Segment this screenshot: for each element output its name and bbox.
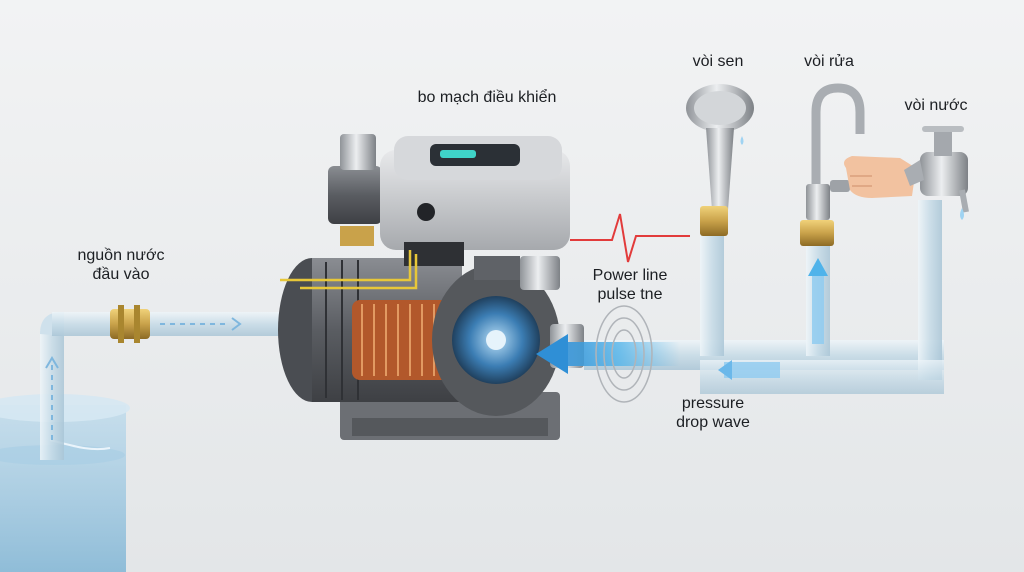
- inlet-brass-fitting: [110, 305, 150, 343]
- water-tank-icon: [0, 394, 130, 572]
- shower-head-icon: [686, 84, 754, 236]
- label-tap: vòi nước: [904, 97, 968, 114]
- flow-arrows: [536, 258, 828, 380]
- label-wave-line1: pressure: [681, 395, 745, 412]
- label-sink-faucet: vòi rửa: [804, 53, 854, 70]
- hand-icon: [844, 156, 916, 198]
- label-pressure-drop-wave: pressure drop wave: [662, 394, 764, 432]
- label-power-line-pulse: Power line pulse tne: [582, 266, 678, 304]
- sink-faucet-icon: [800, 83, 865, 246]
- controller-button: [417, 203, 435, 221]
- top-threaded-fitting: [328, 134, 382, 246]
- pressure-rings: [595, 305, 653, 403]
- label-inlet: nguồn nước đầu vào: [64, 246, 178, 284]
- inlet-pipe: [40, 312, 292, 460]
- label-pulse-line1: Power line: [592, 267, 668, 284]
- wall-tap-icon: [904, 126, 969, 220]
- label-inlet-line2: đầu vào: [92, 266, 150, 283]
- controller-box: [380, 136, 570, 266]
- signal-lines: [280, 250, 418, 290]
- label-control-board: bo mạch điều khiển: [417, 89, 557, 106]
- label-shower: vòi sen: [692, 53, 744, 70]
- label-pulse-line2: pulse tne: [597, 286, 663, 303]
- pulse-waveform-icon: [570, 213, 690, 263]
- label-wave-line2: drop wave: [676, 414, 750, 431]
- label-inlet-line1: nguồn nước: [77, 247, 165, 264]
